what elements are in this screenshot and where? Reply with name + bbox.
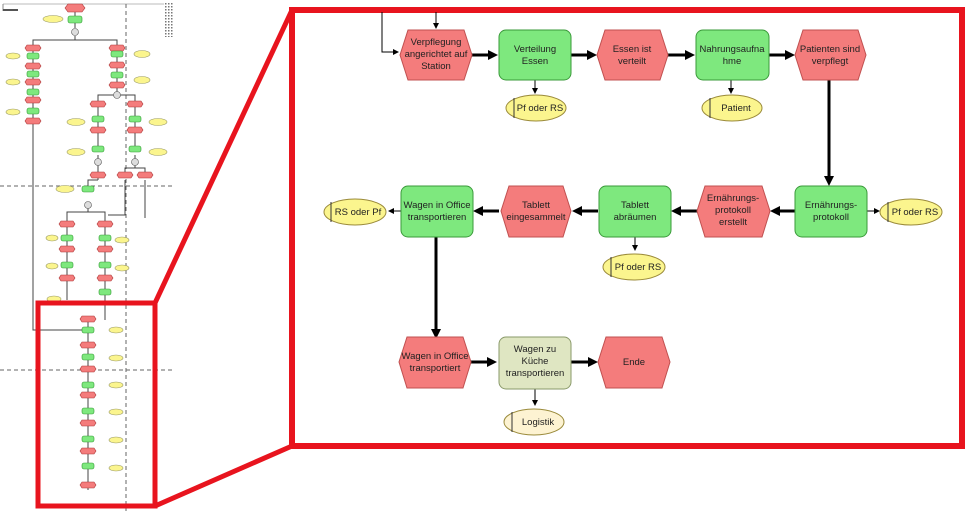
role-pf-oder-rs-1: Pf oder RS bbox=[505, 94, 567, 122]
role-label: Pf oder RS bbox=[892, 207, 938, 218]
overview-subbranches bbox=[55, 100, 168, 209]
role-label: Pf oder RS bbox=[517, 103, 563, 114]
overview-scroll-hatch bbox=[164, 3, 174, 37]
role-label: RS oder Pf bbox=[335, 207, 382, 218]
function-ernaehrungsprotokoll: Ernährungs-protokoll bbox=[794, 185, 868, 238]
overview-minimap bbox=[0, 3, 175, 511]
overview-event bbox=[64, 3, 86, 13]
overview-connectors bbox=[32, 12, 146, 490]
overview-connector-and bbox=[71, 28, 79, 36]
role-pf-oder-rs-2: Pf oder RS bbox=[879, 198, 943, 226]
role-label: Patient bbox=[721, 103, 751, 114]
overview-right-column bbox=[108, 44, 151, 99]
overview-function bbox=[67, 15, 83, 24]
event-label: Ende bbox=[623, 357, 645, 368]
role-pf-oder-rs-3: Pf oder RS bbox=[602, 253, 666, 281]
role-label: Logistik bbox=[522, 417, 554, 428]
role-patient: Patient bbox=[701, 94, 763, 122]
role-logistik: Logistik bbox=[503, 408, 565, 436]
function-label: Ernährungs-protokoll bbox=[805, 200, 857, 223]
entry-arrow bbox=[381, 12, 399, 55]
event-ende: Ende bbox=[597, 336, 671, 389]
overview-lower-columns bbox=[45, 220, 130, 323]
overview-left-column bbox=[5, 44, 42, 125]
role-label: Pf oder RS bbox=[615, 262, 661, 273]
role-rs-oder-pf: RS oder Pf bbox=[323, 198, 387, 226]
zoom-line-bottom bbox=[153, 443, 294, 509]
overview-role bbox=[42, 15, 64, 23]
overview-highlight-box bbox=[35, 300, 158, 509]
overview-bottom-column bbox=[79, 326, 124, 489]
role-connectors bbox=[388, 80, 880, 406]
flow-arrows bbox=[431, 50, 834, 367]
zoom-line-top bbox=[152, 8, 295, 305]
